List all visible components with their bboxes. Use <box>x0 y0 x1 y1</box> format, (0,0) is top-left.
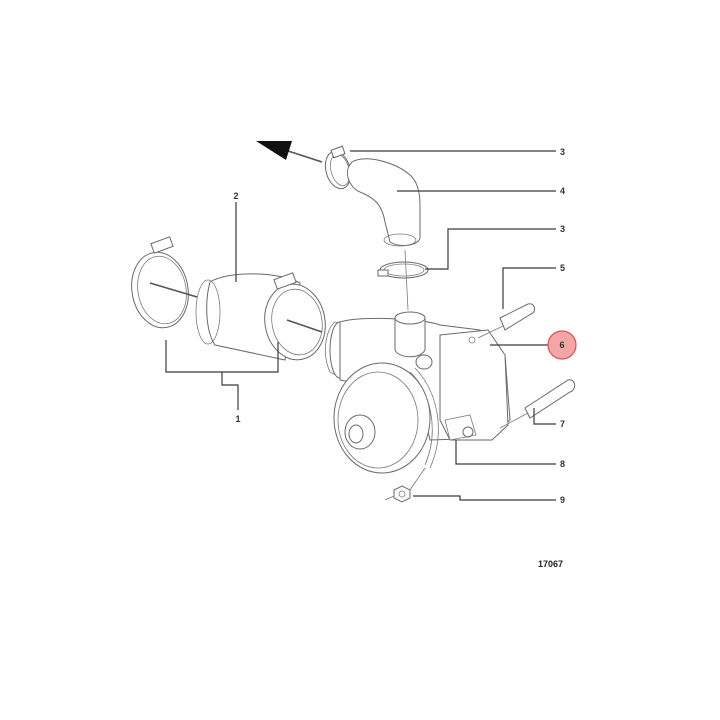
leader-lines <box>165 150 556 501</box>
water-pump[interactable] <box>325 311 511 474</box>
gasket[interactable] <box>444 414 477 441</box>
hose-clamp-left[interactable] <box>126 236 198 332</box>
highlight-circle <box>547 330 577 360</box>
diagram-reference-number: 17067 <box>538 559 563 569</box>
callout-3-lower[interactable]: 3 <box>560 224 565 234</box>
callout-8[interactable]: 8 <box>560 459 565 469</box>
flow-arrow-icon <box>256 141 323 163</box>
callout-3-upper[interactable]: 3 <box>560 147 565 157</box>
callout-2[interactable]: 2 <box>233 191 238 201</box>
hose-clamp-right[interactable] <box>259 272 331 365</box>
callout-1[interactable]: 1 <box>235 414 240 424</box>
callout-5[interactable]: 5 <box>560 263 565 273</box>
nut[interactable] <box>384 485 411 503</box>
callout-7[interactable]: 7 <box>560 419 565 429</box>
callout-4[interactable]: 4 <box>560 186 565 196</box>
callout-6-highlight[interactable]: 6 <box>547 330 577 360</box>
hose-clamp-lower[interactable] <box>377 261 429 279</box>
elbow-hose[interactable] <box>347 158 421 247</box>
stud-lower[interactable] <box>499 379 576 429</box>
callout-6[interactable]: 6 <box>559 340 564 350</box>
stud-upper[interactable] <box>477 303 536 339</box>
callout-9[interactable]: 9 <box>560 495 565 505</box>
